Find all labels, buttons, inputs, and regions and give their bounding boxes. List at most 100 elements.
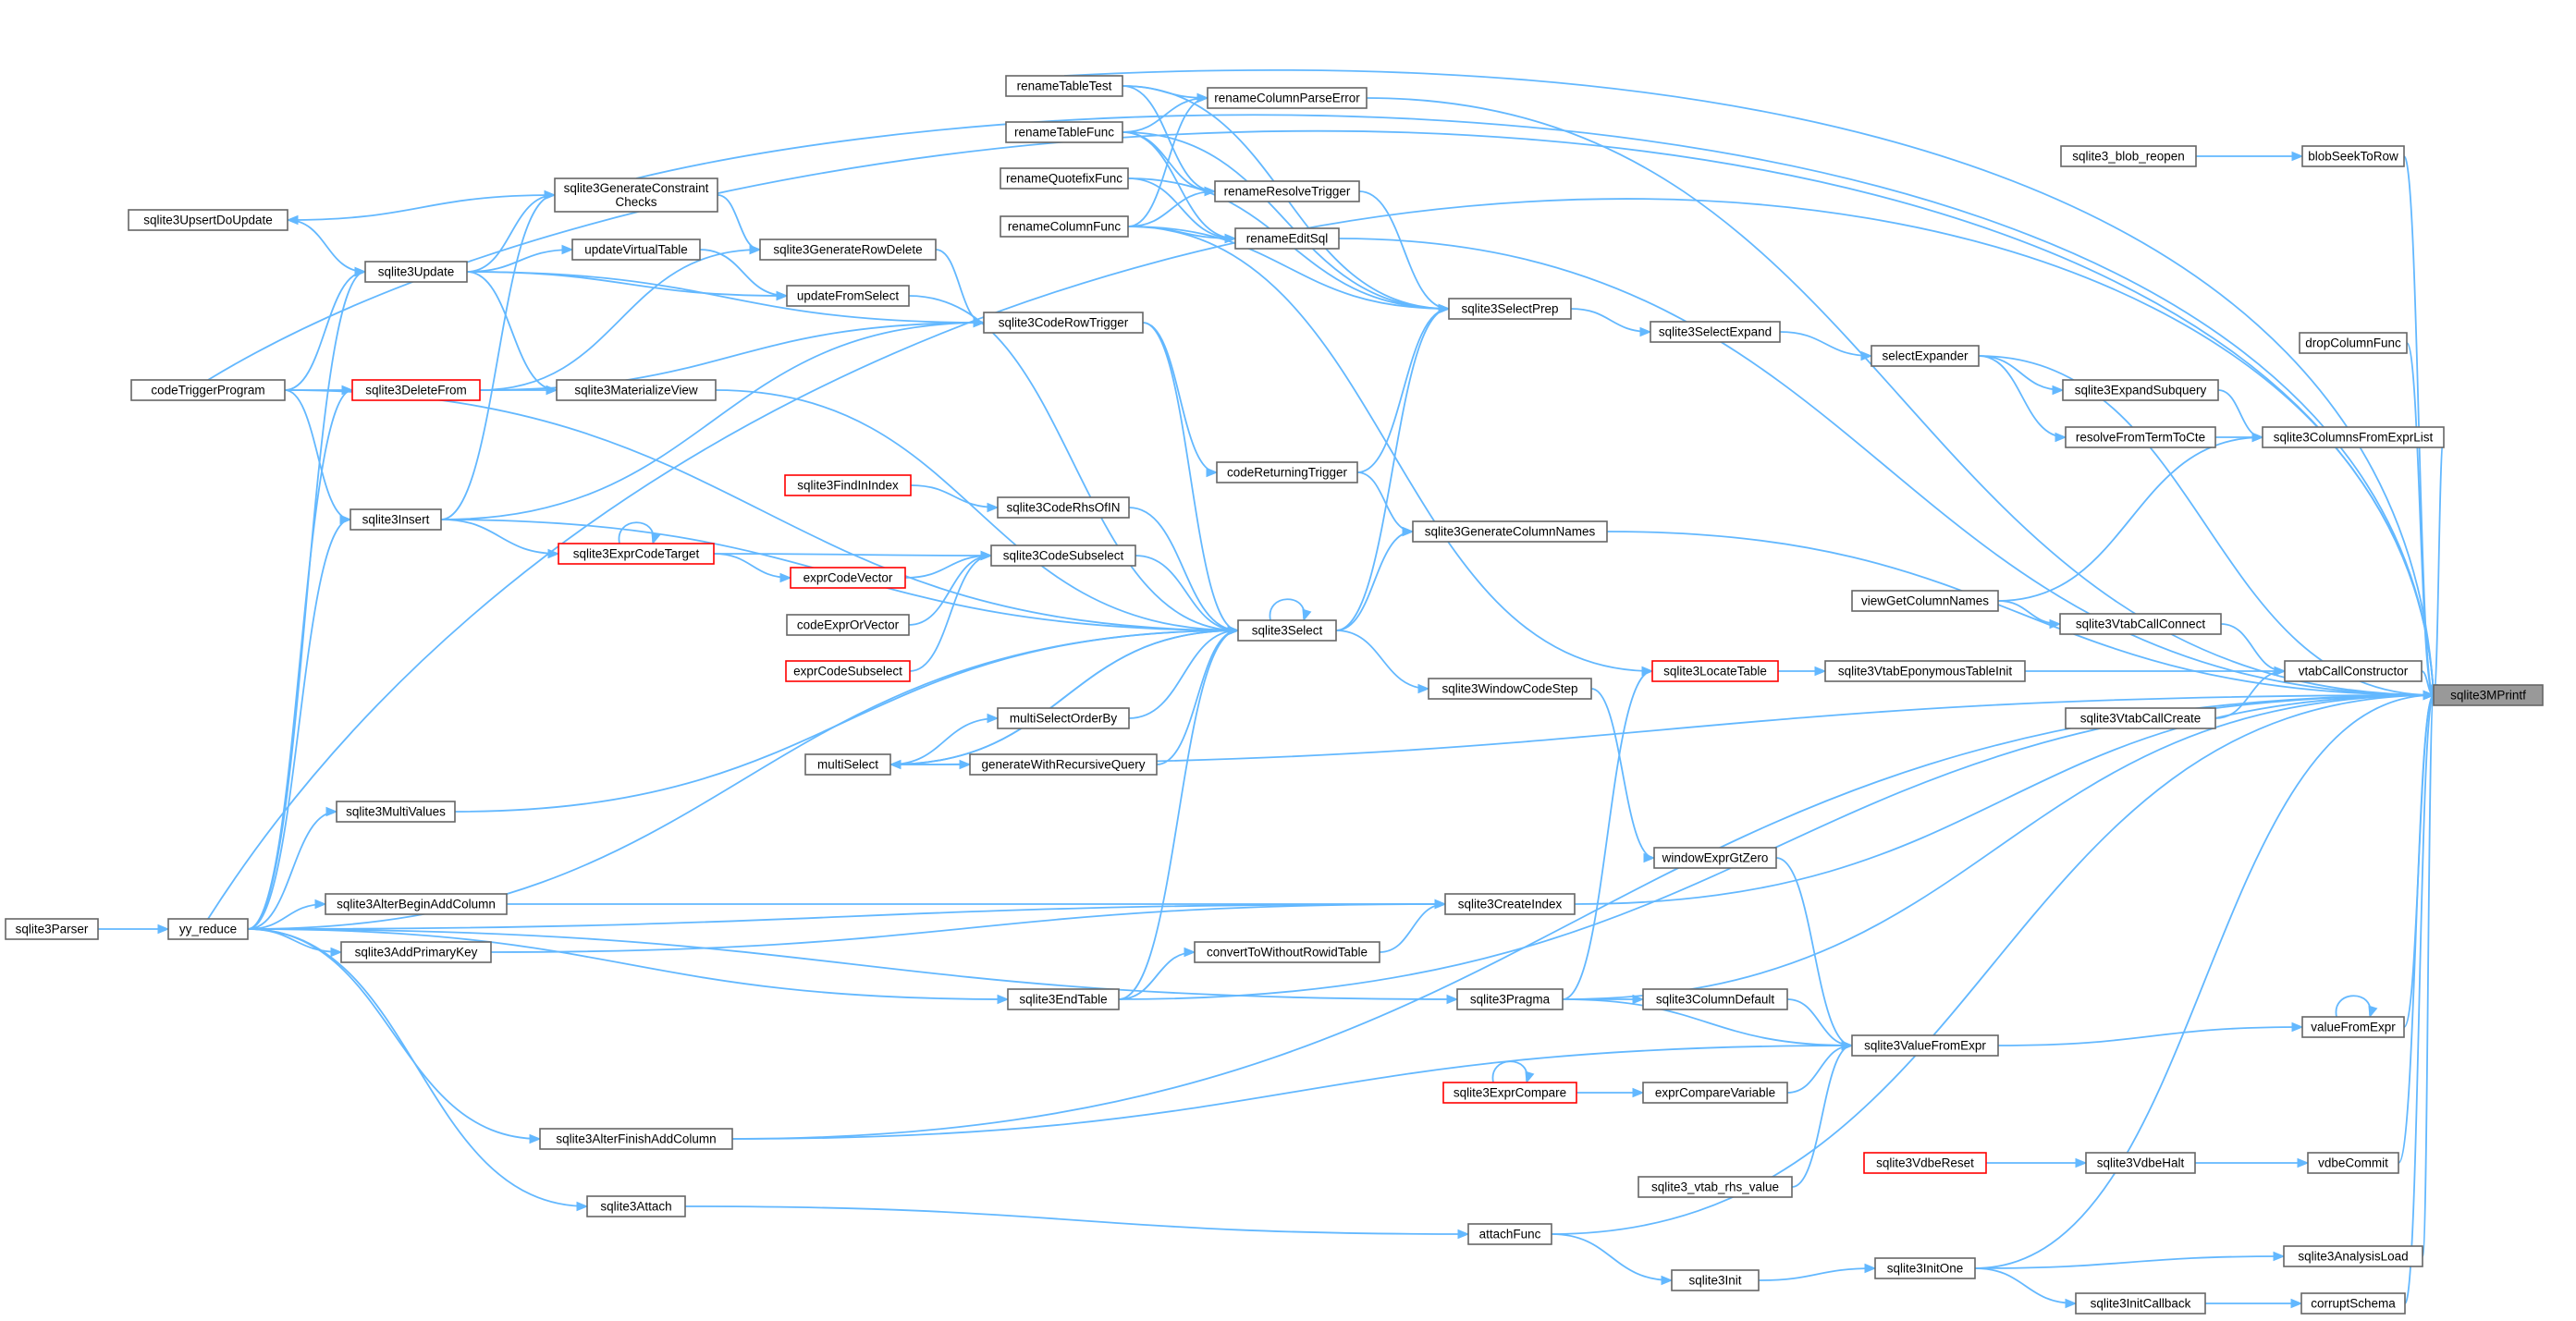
node-sqlite3parser[interactable]: sqlite3Parser [5,918,99,940]
node-renamecolumnfunc[interactable]: renameColumnFunc [1000,215,1129,238]
node-yy-reduce[interactable]: yy_reduce [167,918,249,940]
node-sqlite3initone[interactable]: sqlite3InitOne [1874,1257,1976,1279]
node-renameresolvetrigger[interactable]: renameResolveTrigger [1214,180,1360,202]
node-sqlite3analysisload[interactable]: sqlite3AnalysisLoad [2283,1245,2423,1267]
node-sqlite3generaterowdelete[interactable]: sqlite3GenerateRowDelete [759,239,937,261]
node-resolvefromtermtocte[interactable]: resolveFromTermToCte [2065,426,2216,448]
node-label: exprCompareVariable [1655,1086,1775,1100]
node-sqlite3createindex[interactable]: sqlite3CreateIndex [1444,893,1576,915]
node-sqlite3update[interactable]: sqlite3Update [364,261,468,283]
node-sqlite3alterfinishaddcolumn[interactable]: sqlite3AlterFinishAddColumn [539,1128,733,1150]
node-sqlite3multivalues[interactable]: sqlite3MultiValues [336,801,456,823]
node-sqlite3vtabcallcreate[interactable]: sqlite3VtabCallCreate [2065,707,2216,729]
node-sqlite3select[interactable]: sqlite3Select [1237,619,1337,642]
node-multiselect[interactable]: multiSelect [804,753,891,776]
edge-yy-reduce-to-sqlite3attach [247,928,588,1207]
node-sqlite3pragma[interactable]: sqlite3Pragma [1456,988,1564,1010]
node-sqlite3initcallback[interactable]: sqlite3InitCallback [2075,1292,2206,1315]
node-sqlite3-vtab-rhs-value[interactable]: sqlite3_vtab_rhs_value [1638,1176,1793,1198]
node-windowexprgtzero[interactable]: windowExprGtZero [1653,847,1777,869]
node-box [786,285,910,307]
edge-sqlite3selectexpand-to-selectexpander-arrowhead [1860,350,1873,361]
edge-sqlite3endtable-to-converttowithoutrowidtable [1118,951,1196,1000]
edge-yy-reduce-to-sqlite3pragma [247,928,1458,1000]
node-label: sqlite3CodeRhsOfIN [1006,501,1120,515]
node-sqlite3findinindex[interactable]: sqlite3FindInIndex [784,474,912,496]
node-blobseektorow[interactable]: blobSeekToRow [2301,145,2405,167]
node-valuefromexpr[interactable]: valueFromExpr [2301,1016,2405,1038]
node-updatevirtualtable[interactable]: updateVirtualTable [571,239,701,261]
node-codetriggerprogram[interactable]: codeTriggerProgram [130,379,286,401]
node-sqlite3alterbeginaddcolumn[interactable]: sqlite3AlterBeginAddColumn [325,893,508,915]
node-sqlite3expandsubquery[interactable]: sqlite3ExpandSubquery [2062,379,2219,401]
node-codereturningtrigger[interactable]: codeReturningTrigger [1216,461,1358,483]
node-renameeditsql[interactable]: renameEditSql [1234,227,1340,250]
node-label: blobSeekToRow [2308,150,2398,164]
node-generatewithrecursivequery[interactable]: generateWithRecursiveQuery [969,753,1158,776]
node-box [2059,613,2222,635]
node-sqlite3valuefromexpr[interactable]: sqlite3ValueFromExpr [1851,1034,1999,1057]
edge-multiselectorderby-to-sqlite3select [1128,630,1239,719]
node-box [1874,1257,1976,1279]
node-sqlite3exprcompare[interactable]: sqlite3ExprCompare [1442,1082,1577,1104]
node-label: vtabCallConstructor [2299,665,2409,679]
node-sqlite3coderhsofin[interactable]: sqlite3CodeRhsOfIN [997,496,1130,519]
node-renamecolumnparseerror[interactable]: renameColumnParseError [1207,87,1368,109]
node-sqlite3-blob-reopen[interactable]: sqlite3_blob_reopen [2060,145,2197,167]
edge-sqlite3initone-to-sqlite3initcallback [1974,1267,2077,1304]
node-sqlite3exprcodetarget[interactable]: sqlite3ExprCodeTarget [558,543,715,565]
edge-sqlite3columndefault-to-sqlite3valuefromexpr [1786,998,1853,1046]
node-sqlite3selectexpand[interactable]: sqlite3SelectExpand [1650,321,1781,343]
edge-sqlite3update-to-updatevirtualtable [466,249,573,273]
edge-sqlite3update-to-sqlite3materializeview [466,271,558,391]
edge-sqlite3endtable-to-sqlite3select [1118,630,1239,1000]
edge-sqlite3vdbereset-to-sqlite3vdbehalt-arrowhead [2075,1157,2088,1168]
node-box [1000,167,1129,190]
node-sqlite3coderowtrigger[interactable]: sqlite3CodeRowTrigger [983,312,1144,334]
node-renametablefunc[interactable]: renameTableFunc [1005,121,1123,143]
node-sqlite3addprimarykey[interactable]: sqlite3AddPrimaryKey [340,941,492,963]
node-sqlite3attach[interactable]: sqlite3Attach [586,1195,686,1217]
node-sqlite3generatecolumnnames[interactable]: sqlite3GenerateColumnNames [1412,520,1608,543]
node-sqlite3vtabcallconnect[interactable]: sqlite3VtabCallConnect [2059,613,2222,635]
node-converttowithoutrowidtable[interactable]: convertToWithoutRowidTable [1194,941,1380,963]
edge-viewgetcolumnnames-to-sqlite3vtabcallconnect-arrowhead [2049,618,2062,630]
node-vdbecommit[interactable]: vdbeCommit [2307,1152,2399,1174]
edge-selectexpander-to-resolvefromtermtocte-arrowhead [2055,432,2067,443]
edge-viewgetcolumnnames-to-sqlite3columnsfromexprlist [1997,436,2263,602]
node-renametabletest[interactable]: renameTableTest [1005,75,1123,97]
node-renamequotefixfunc[interactable]: renameQuotefixFunc [1000,167,1129,190]
node-exprcomparevariable[interactable]: exprCompareVariable [1642,1082,1788,1104]
node-vtabcallconstructor[interactable]: vtabCallConstructor [2284,660,2423,682]
node-sqlite3upsertdoupdate[interactable]: sqlite3UpsertDoUpdate [128,209,288,231]
node-sqlite3codesubselect[interactable]: sqlite3CodeSubselect [990,544,1136,567]
node-sqlite3materializeview[interactable]: sqlite3MaterializeView [556,379,717,401]
node-sqlite3columndefault[interactable]: sqlite3ColumnDefault [1642,988,1788,1010]
node-sqlite3insert[interactable]: sqlite3Insert [350,508,442,531]
node-corruptschema[interactable]: corruptSchema [2300,1292,2406,1315]
node-sqlite3locatetable[interactable]: sqlite3LocateTable [1651,660,1779,682]
node-codeexprorvector[interactable]: codeExprOrVector [786,614,910,636]
node-updatefromselect[interactable]: updateFromSelect [786,285,910,307]
edge-sqlite3generateconstraintchecks-to-sqlite3upsertdoupdate [287,194,556,221]
node-multiselectorderby[interactable]: multiSelectOrderBy [997,707,1130,729]
node-sqlite3columnsfromexprlist[interactable]: sqlite3ColumnsFromExprList [2262,426,2445,448]
node-sqlite3endtable[interactable]: sqlite3EndTable [1007,988,1120,1010]
node-label: renameColumnFunc [1008,220,1122,234]
node-exprcodesubselect[interactable]: exprCodeSubselect [785,660,911,682]
node-label: sqlite3_blob_reopen [2072,150,2185,164]
node-sqlite3init[interactable]: sqlite3Init [1671,1269,1760,1291]
node-dropcolumnfunc[interactable]: dropColumnFunc [2299,332,2408,354]
node-exprcodevector[interactable]: exprCodeVector [790,567,906,589]
node-sqlite3windowcodestep[interactable]: sqlite3WindowCodeStep [1428,678,1592,700]
node-selectexpander[interactable]: selectExpander [1871,345,1980,367]
node-sqlite3vdbehalt[interactable]: sqlite3VdbeHalt [2085,1152,2196,1174]
node-viewgetcolumnnames[interactable]: viewGetColumnNames [1851,590,1999,612]
node-sqlite3selectprep[interactable]: sqlite3SelectPrep [1448,298,1572,320]
node-sqlite3deletefrom[interactable]: sqlite3DeleteFrom [351,379,481,401]
node-sqlite3vdbereset[interactable]: sqlite3VdbeReset [1863,1152,1987,1174]
node-attachfunc[interactable]: attachFunc [1467,1223,1552,1245]
node-sqlite3vtabeponymoustableinit[interactable]: sqlite3VtabEponymousTableInit [1824,660,2026,682]
node-sqlite3mprintf[interactable]: sqlite3MPrintf [2433,684,2544,706]
